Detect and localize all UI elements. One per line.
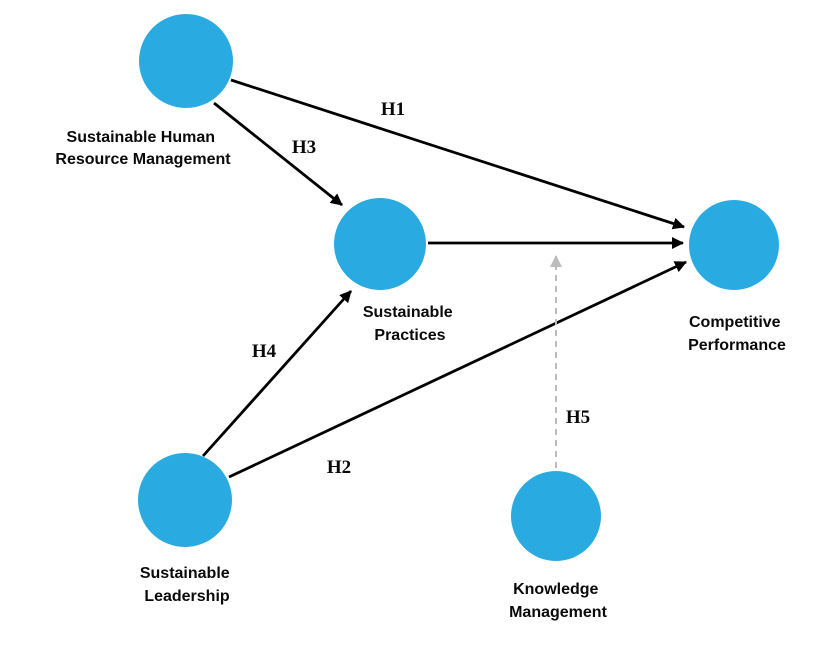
h5-label: H5 xyxy=(566,407,590,428)
knowledge-management-label: Knowledge Management xyxy=(509,581,607,621)
sustainable-leadership-label: Sustainable Leadership xyxy=(140,565,234,605)
h2-arrow xyxy=(228,260,687,479)
h1-arrow xyxy=(230,78,685,230)
competitive-performance-node xyxy=(689,200,779,290)
h4-arrow xyxy=(201,290,353,457)
sustainable-practices-label: Sustainable Practices xyxy=(363,304,457,344)
sustainable-practices-node xyxy=(334,198,426,290)
h2-label: H2 xyxy=(327,457,351,478)
h3-label: H3 xyxy=(292,137,316,158)
competitive-performance-label: Competitive Performance xyxy=(688,314,786,354)
shrm-node-label: Sustainable Human Resource Management xyxy=(55,129,231,168)
h1-label: H1 xyxy=(381,99,405,120)
knowledge-management-node xyxy=(511,471,601,561)
shrm-node xyxy=(139,14,233,108)
h4-label: H4 xyxy=(252,341,277,362)
h3-arrow xyxy=(213,101,343,207)
sustainable-leadership-node xyxy=(138,453,232,547)
